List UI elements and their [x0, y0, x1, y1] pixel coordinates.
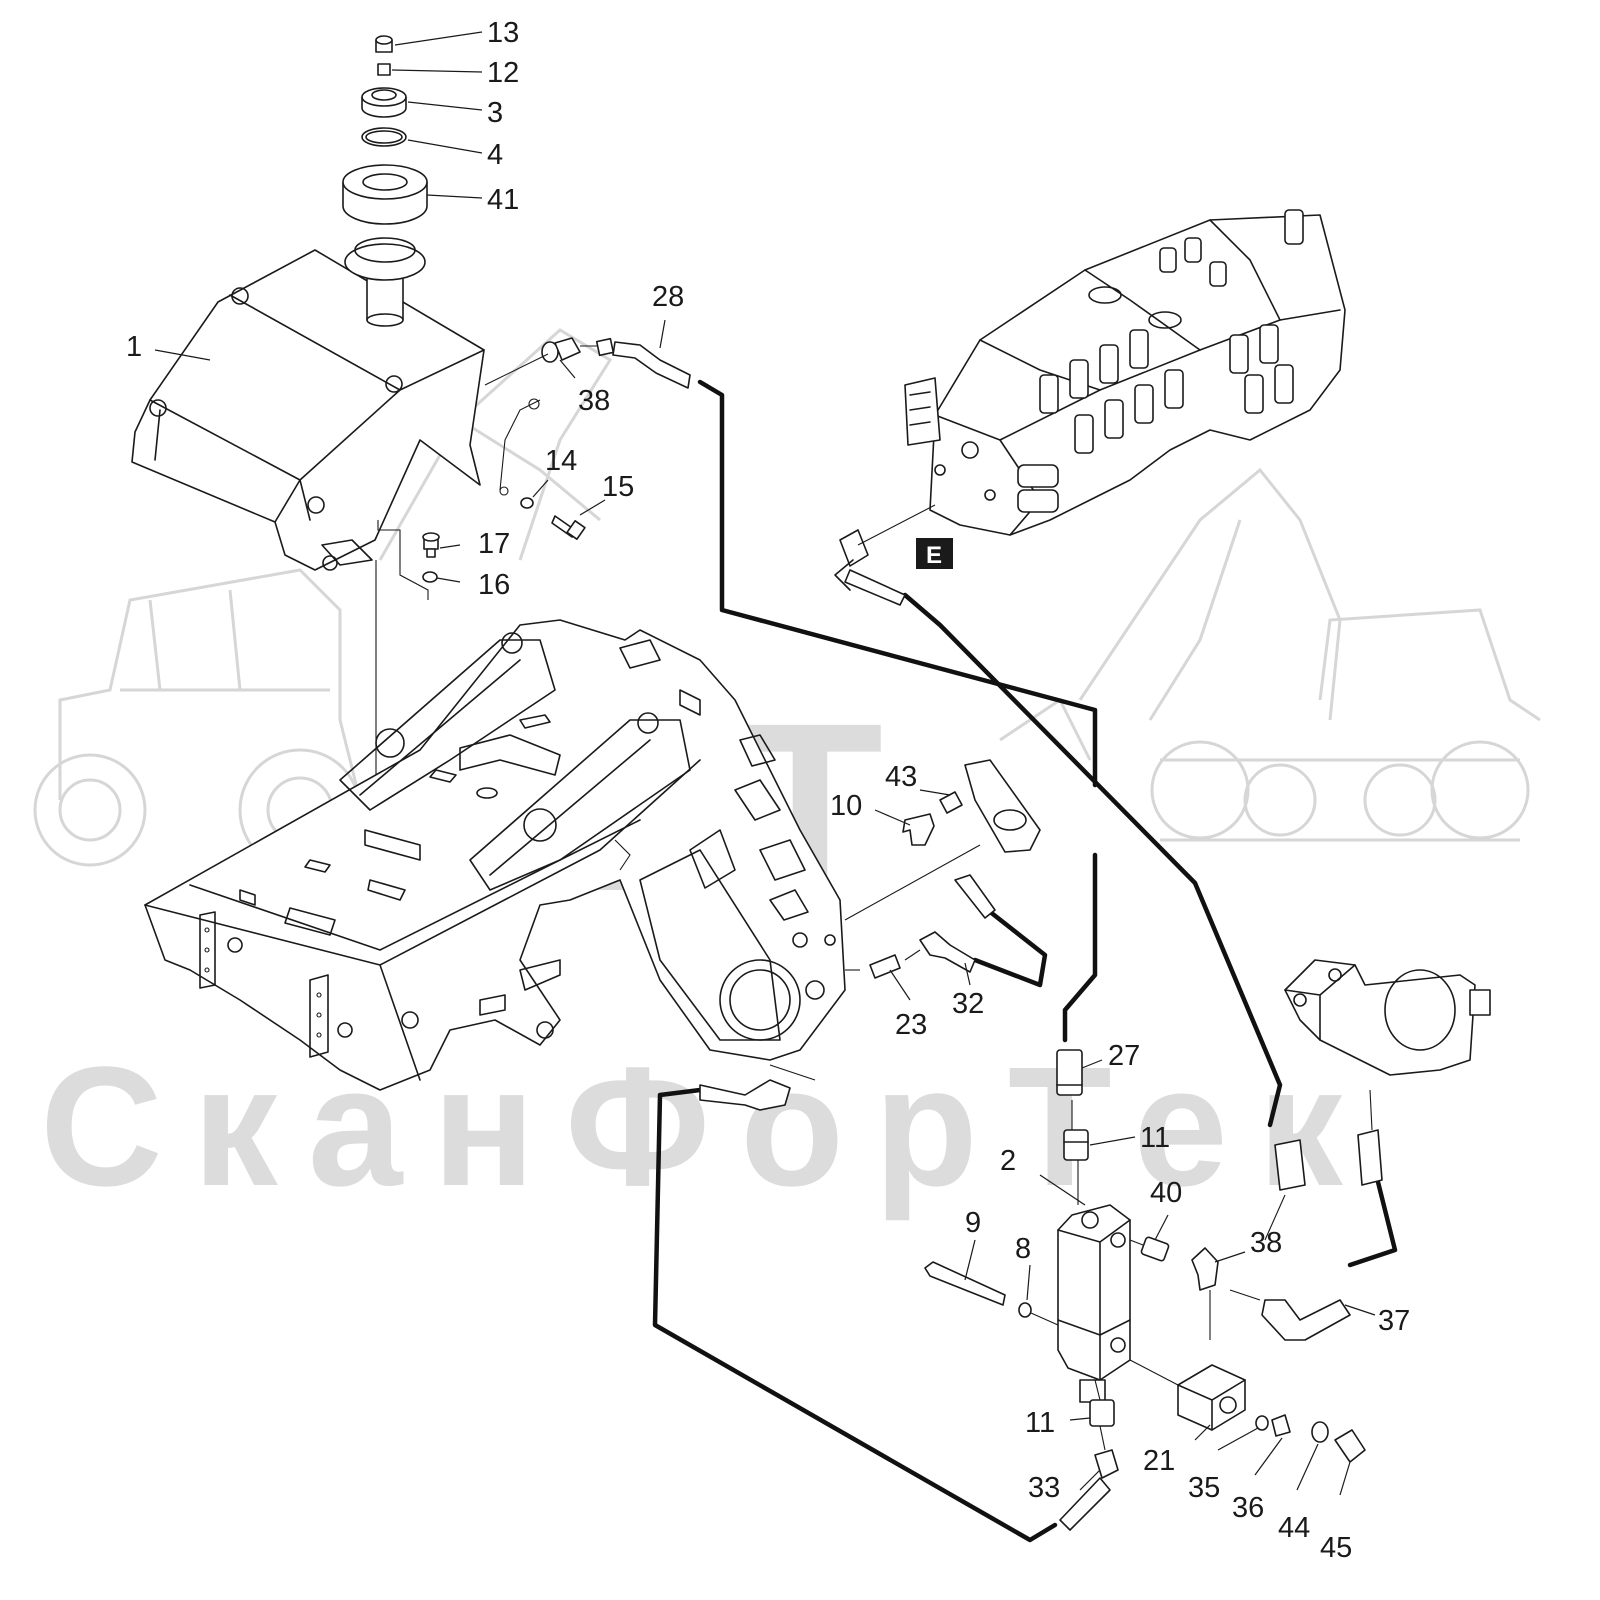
leader-lines: [154, 31, 1376, 1496]
fittings-right: [1129, 1236, 1366, 1463]
plug-45: [1334, 1429, 1366, 1463]
callout-41: 41: [487, 184, 519, 216]
callout-40: 40: [1150, 1177, 1182, 1209]
reference-label-e: E: [916, 538, 953, 569]
hose-line-37: [902, 592, 1283, 1128]
callout-44: 44: [1278, 1512, 1310, 1544]
o-ring-35: [1255, 1415, 1269, 1431]
callout-8: 8: [1015, 1233, 1031, 1265]
bolt-9: [924, 1261, 1006, 1306]
washer-16: [422, 571, 438, 583]
callout-21: 21: [1143, 1445, 1175, 1477]
nipple-11-lower: [1089, 1399, 1115, 1427]
callout-3: 3: [487, 97, 503, 129]
callout-9: 9: [965, 1207, 981, 1239]
callout-11-lower: 11: [1025, 1407, 1055, 1439]
hydraulic-motor: [1264, 959, 1491, 1241]
hose-line-28: [697, 379, 1098, 1043]
fittings-mid: [844, 759, 1041, 979]
o-ring-4: [361, 127, 407, 147]
bolt-15: [551, 515, 586, 540]
callout-11-upper: 11: [1140, 1122, 1170, 1154]
elbow-38-lower: [1191, 1247, 1219, 1291]
callout-4: 4: [487, 139, 503, 171]
elbow-32: [919, 931, 976, 973]
fitting-38-upper: [484, 337, 691, 389]
callout-36: 36: [1232, 1492, 1264, 1524]
elbow-33: [1094, 1449, 1119, 1479]
callout-45: 45: [1320, 1532, 1352, 1564]
fitting-12: [377, 63, 391, 76]
washer-44: [1311, 1421, 1329, 1443]
main-frame: [144, 619, 846, 1091]
nipple-11-upper: [1063, 1129, 1089, 1161]
watermark-excavator-right: [999, 467, 1541, 842]
callout-2: 2: [1000, 1145, 1016, 1177]
breather-13: [375, 35, 393, 53]
callout-27: 27: [1108, 1040, 1140, 1072]
callout-28: 28: [652, 281, 684, 313]
flange-41: [342, 164, 428, 225]
reference-label-e-text: E: [926, 542, 942, 569]
hose-33-end: [699, 1064, 816, 1111]
plug-36: [1271, 1414, 1291, 1437]
callout-35: 35: [1188, 1472, 1220, 1504]
callout-12: 12: [487, 57, 519, 89]
callout-14: 14: [545, 445, 577, 477]
washer-8: [1018, 1302, 1032, 1318]
bolt-9-washer-8: [924, 1261, 1059, 1326]
valve-block-2: [1056, 1049, 1131, 1531]
callout-37: 37: [1378, 1305, 1410, 1337]
callout-17: 17: [478, 528, 510, 560]
callout-13: 13: [487, 17, 519, 49]
callout-32: 32: [952, 988, 984, 1020]
elbow-10: [902, 813, 935, 846]
nipple-40: [1140, 1236, 1170, 1262]
callout-33: 33: [1028, 1472, 1060, 1504]
callout-10: 10: [830, 790, 862, 822]
washer-14: [520, 497, 534, 509]
nipple-23: [869, 954, 901, 979]
fitting-43: [939, 791, 963, 814]
callout-43: 43: [885, 761, 917, 793]
watermark-brand-cyrillic: СканФорТек: [40, 1032, 1373, 1222]
filler-cap-3: [361, 87, 407, 118]
callout-numbers: 13 12 3 4 41 1 28 38 14 15 17 16 43 10 3…: [126, 17, 1410, 1564]
watermark-tractor-left: [33, 328, 613, 872]
fitting-27: [1056, 1049, 1083, 1096]
tank-body: [131, 249, 485, 571]
callout-38-lower: 38: [1250, 1227, 1282, 1259]
hose-line-33: [652, 1087, 1058, 1543]
bracket-43: [964, 759, 1041, 853]
hose-line-32: [972, 897, 1048, 988]
callout-15: 15: [602, 471, 634, 503]
callout-38-upper: 38: [578, 385, 610, 417]
hydraulic-hoses: [652, 379, 1398, 1543]
callout-23: 23: [895, 1009, 927, 1041]
hydraulic-tank-assembly: [131, 35, 541, 571]
hose-37-fitting: [1261, 1299, 1351, 1341]
callout-1: 1: [126, 331, 142, 363]
bolt-17: [422, 532, 440, 558]
control-valve-bank: [834, 209, 1346, 606]
callout-16: 16: [478, 569, 510, 601]
